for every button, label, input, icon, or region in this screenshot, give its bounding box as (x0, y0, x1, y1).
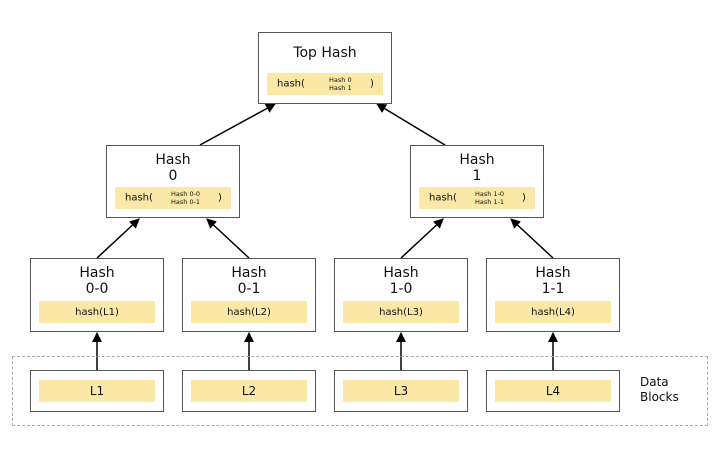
hash-0-arg1: Hash 0-0 (171, 190, 201, 198)
hash-0-1-title-line1: Hash (231, 265, 267, 281)
hash-1-arg2: Hash 1-1 (475, 198, 505, 206)
data-block-l3: L3 (334, 370, 468, 412)
data-blocks-label-line1: Data (640, 375, 669, 389)
top-hash-node: Top Hash hash( Hash 0 Hash 1 ) (258, 32, 392, 104)
data-blocks-label-line2: Blocks (640, 390, 679, 404)
arrow-h0-to-top (199, 103, 276, 146)
hash-1-fn: hash( (429, 192, 457, 204)
hash-0-node: Hash 0 hash( Hash 0-0 Hash 0-1 ) (106, 145, 240, 218)
hash-0-title-line1: Hash (155, 152, 191, 168)
hash-0-1-node: Hash 0-1 hash(L2) (182, 258, 316, 332)
hash-1-title-line1: Hash (459, 152, 495, 168)
hash-0-0-value: hash(L1) (75, 306, 119, 318)
hash-0-0-node: Hash 0-0 hash(L1) (30, 258, 164, 332)
hash-0-close: ) (218, 192, 222, 204)
hash-1-0-node: Hash 1-0 hash(L3) (334, 258, 468, 332)
hash-0-formula: hash( Hash 0-0 Hash 0-1 ) (115, 187, 231, 209)
hash-1-1-title-line1: Hash (535, 265, 571, 281)
arrow-h01-to-h0 (206, 218, 250, 259)
hash-0-1-title-line2: 0-1 (237, 281, 261, 297)
top-hash-arg2: Hash 1 (329, 84, 352, 92)
data-block-l1-label: L1 (39, 380, 155, 402)
hash-0-arg2: Hash 0-1 (171, 198, 201, 206)
hash-1-close: ) (522, 192, 526, 204)
data-block-l4-label: L4 (495, 380, 611, 402)
hash-1-arg1: Hash 1-0 (475, 190, 505, 198)
arrow-h11-to-h1 (510, 218, 554, 259)
top-hash-title: Top Hash (293, 45, 357, 61)
hash-0-1-value: hash(L2) (227, 306, 271, 318)
hash-1-title-line2: 1 (472, 168, 482, 184)
top-hash-fn: hash( (277, 78, 305, 90)
hash-1-0-value: hash(L3) (379, 306, 423, 318)
data-block-l2: L2 (182, 370, 316, 412)
data-block-l3-label: L3 (343, 380, 459, 402)
top-hash-args: Hash 0 Hash 1 (329, 76, 352, 92)
arrow-h10-to-h1 (400, 218, 444, 259)
top-hash-close: ) (370, 78, 374, 90)
hash-1-1-value: hash(L4) (531, 306, 575, 318)
data-blocks-region (12, 356, 708, 426)
hash-0-1-formula: hash(L2) (191, 301, 307, 323)
hash-0-args: Hash 0-0 Hash 0-1 (171, 190, 200, 206)
hash-0-0-title-line2: 0-0 (85, 281, 109, 297)
data-block-l4: L4 (486, 370, 620, 412)
data-blocks-label: Data Blocks (640, 375, 679, 405)
hash-1-args: Hash 1-0 Hash 1-1 (475, 190, 504, 206)
hash-1-0-title-line1: Hash (383, 265, 419, 281)
hash-1-1-title-line2: 1-1 (541, 281, 565, 297)
hash-0-title-line2: 0 (168, 168, 178, 184)
data-block-l1: L1 (30, 370, 164, 412)
hash-1-1-formula: hash(L4) (495, 301, 611, 323)
hash-0-fn: hash( (125, 192, 153, 204)
hash-1-1-node: Hash 1-1 hash(L4) (486, 258, 620, 332)
hash-1-0-title-line2: 1-0 (389, 281, 413, 297)
arrow-h00-to-h0 (96, 218, 140, 259)
arrow-h1-to-top (376, 103, 446, 146)
hash-1-formula: hash( Hash 1-0 Hash 1-1 ) (419, 187, 535, 209)
hash-0-0-formula: hash(L1) (39, 301, 155, 323)
hash-0-0-title-line1: Hash (79, 265, 115, 281)
hash-1-0-formula: hash(L3) (343, 301, 459, 323)
hash-1-node: Hash 1 hash( Hash 1-0 Hash 1-1 ) (410, 145, 544, 218)
top-hash-arg1: Hash 0 (329, 76, 352, 84)
top-hash-formula: hash( Hash 0 Hash 1 ) (267, 73, 383, 95)
data-block-l2-label: L2 (191, 380, 307, 402)
